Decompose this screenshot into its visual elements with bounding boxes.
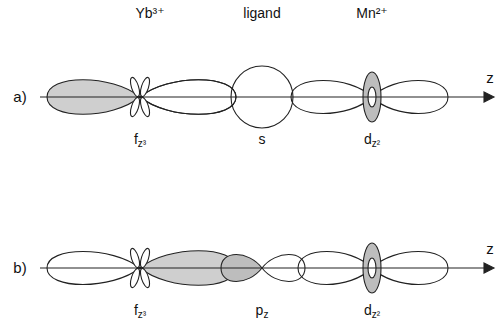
f-orbital-petal [139, 247, 152, 268]
axis-arrowhead [484, 263, 494, 273]
f-orbital-petal [129, 267, 142, 288]
f-orbital-petal [139, 76, 152, 97]
f-orbital-petal [129, 76, 142, 97]
orbital-label: fz³ [134, 132, 146, 147]
ion-label: Yb³⁺ [135, 6, 164, 21]
f-orbital-petal [129, 96, 142, 117]
panel-label: a) [13, 89, 26, 106]
ligand-label: ligand [243, 6, 280, 21]
orbital-label: fz³ [134, 303, 146, 318]
z-axis [40, 267, 484, 268]
axis-label: z [486, 241, 494, 258]
ion-label: Mn²⁺ [356, 6, 388, 21]
orbital-label: pz [256, 303, 269, 318]
axis-arrowhead [484, 92, 494, 102]
axis-label: z [486, 70, 494, 87]
orbital-label: dz² [364, 303, 380, 318]
z-axis [40, 96, 484, 97]
f-orbital-petal [129, 247, 142, 268]
f-orbital-petal [139, 96, 152, 117]
orbital-label: dz² [364, 132, 380, 147]
panel-label: b) [13, 260, 26, 277]
f-orbital-petal [139, 267, 152, 288]
orbital-label: s [259, 132, 266, 147]
